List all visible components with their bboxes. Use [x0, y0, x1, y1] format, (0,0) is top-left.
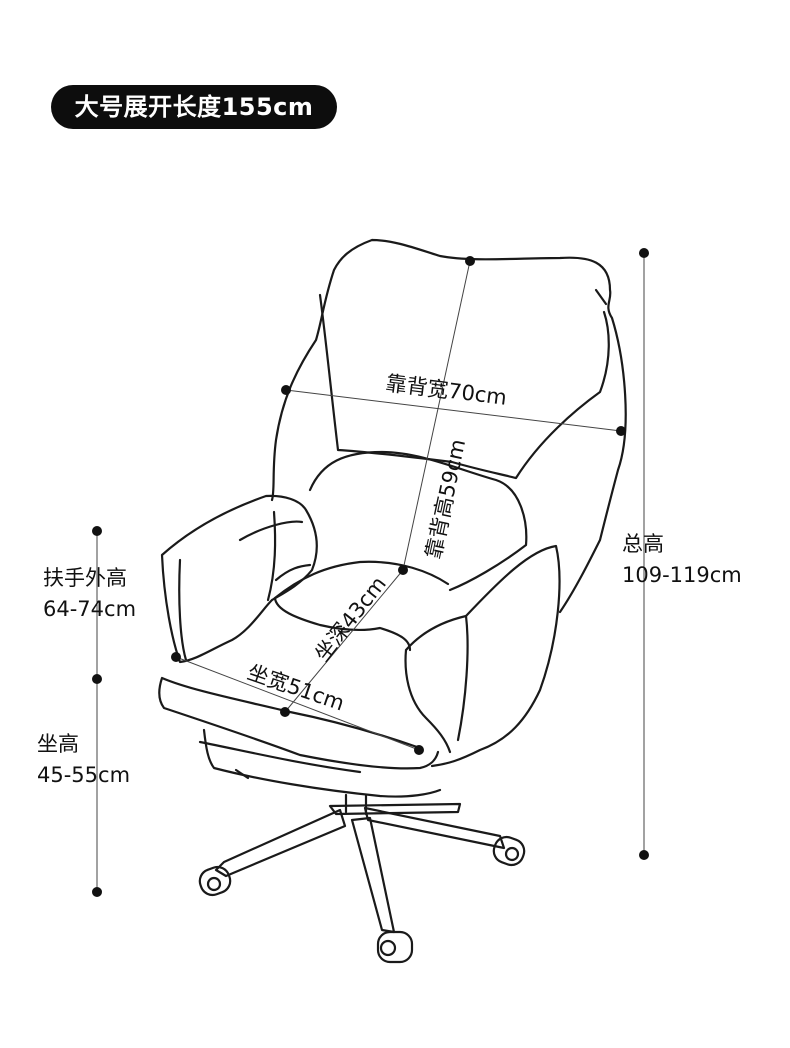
seat-depth-line — [284, 569, 404, 713]
backrest-width-line — [285, 389, 622, 432]
seat-height-title: 坐高 — [37, 732, 79, 756]
backrest-height-line — [402, 260, 471, 571]
left-armrest — [160, 494, 318, 664]
chair-base — [214, 802, 506, 934]
backrest-height-label: 靠背高59cm — [421, 437, 470, 561]
armrest-height-title: 扶手外高 — [43, 566, 127, 590]
right-armrest — [404, 544, 561, 768]
seat-width-label: 坐宽51cm — [244, 660, 347, 715]
chair-outline — [158, 238, 627, 964]
measure-dots — [92, 248, 649, 897]
total-height-value: 109-119cm — [622, 563, 742, 587]
expanded-length-badge: 大号展开长度155cm — [51, 85, 337, 129]
seat-back-cushion — [308, 450, 528, 592]
measure-lines — [96, 253, 645, 892]
footrest — [202, 728, 442, 798]
casters — [198, 835, 526, 964]
seat-width-line — [175, 656, 420, 751]
armrest-height-value: 64-74cm — [43, 597, 137, 621]
backrest-outline — [270, 238, 627, 614]
backrest-inner — [318, 293, 610, 480]
total-height-title: 总高 — [622, 532, 664, 556]
seat-depth-label: 坐深43cm — [310, 572, 391, 666]
seat-height-value: 45-55cm — [37, 763, 131, 787]
